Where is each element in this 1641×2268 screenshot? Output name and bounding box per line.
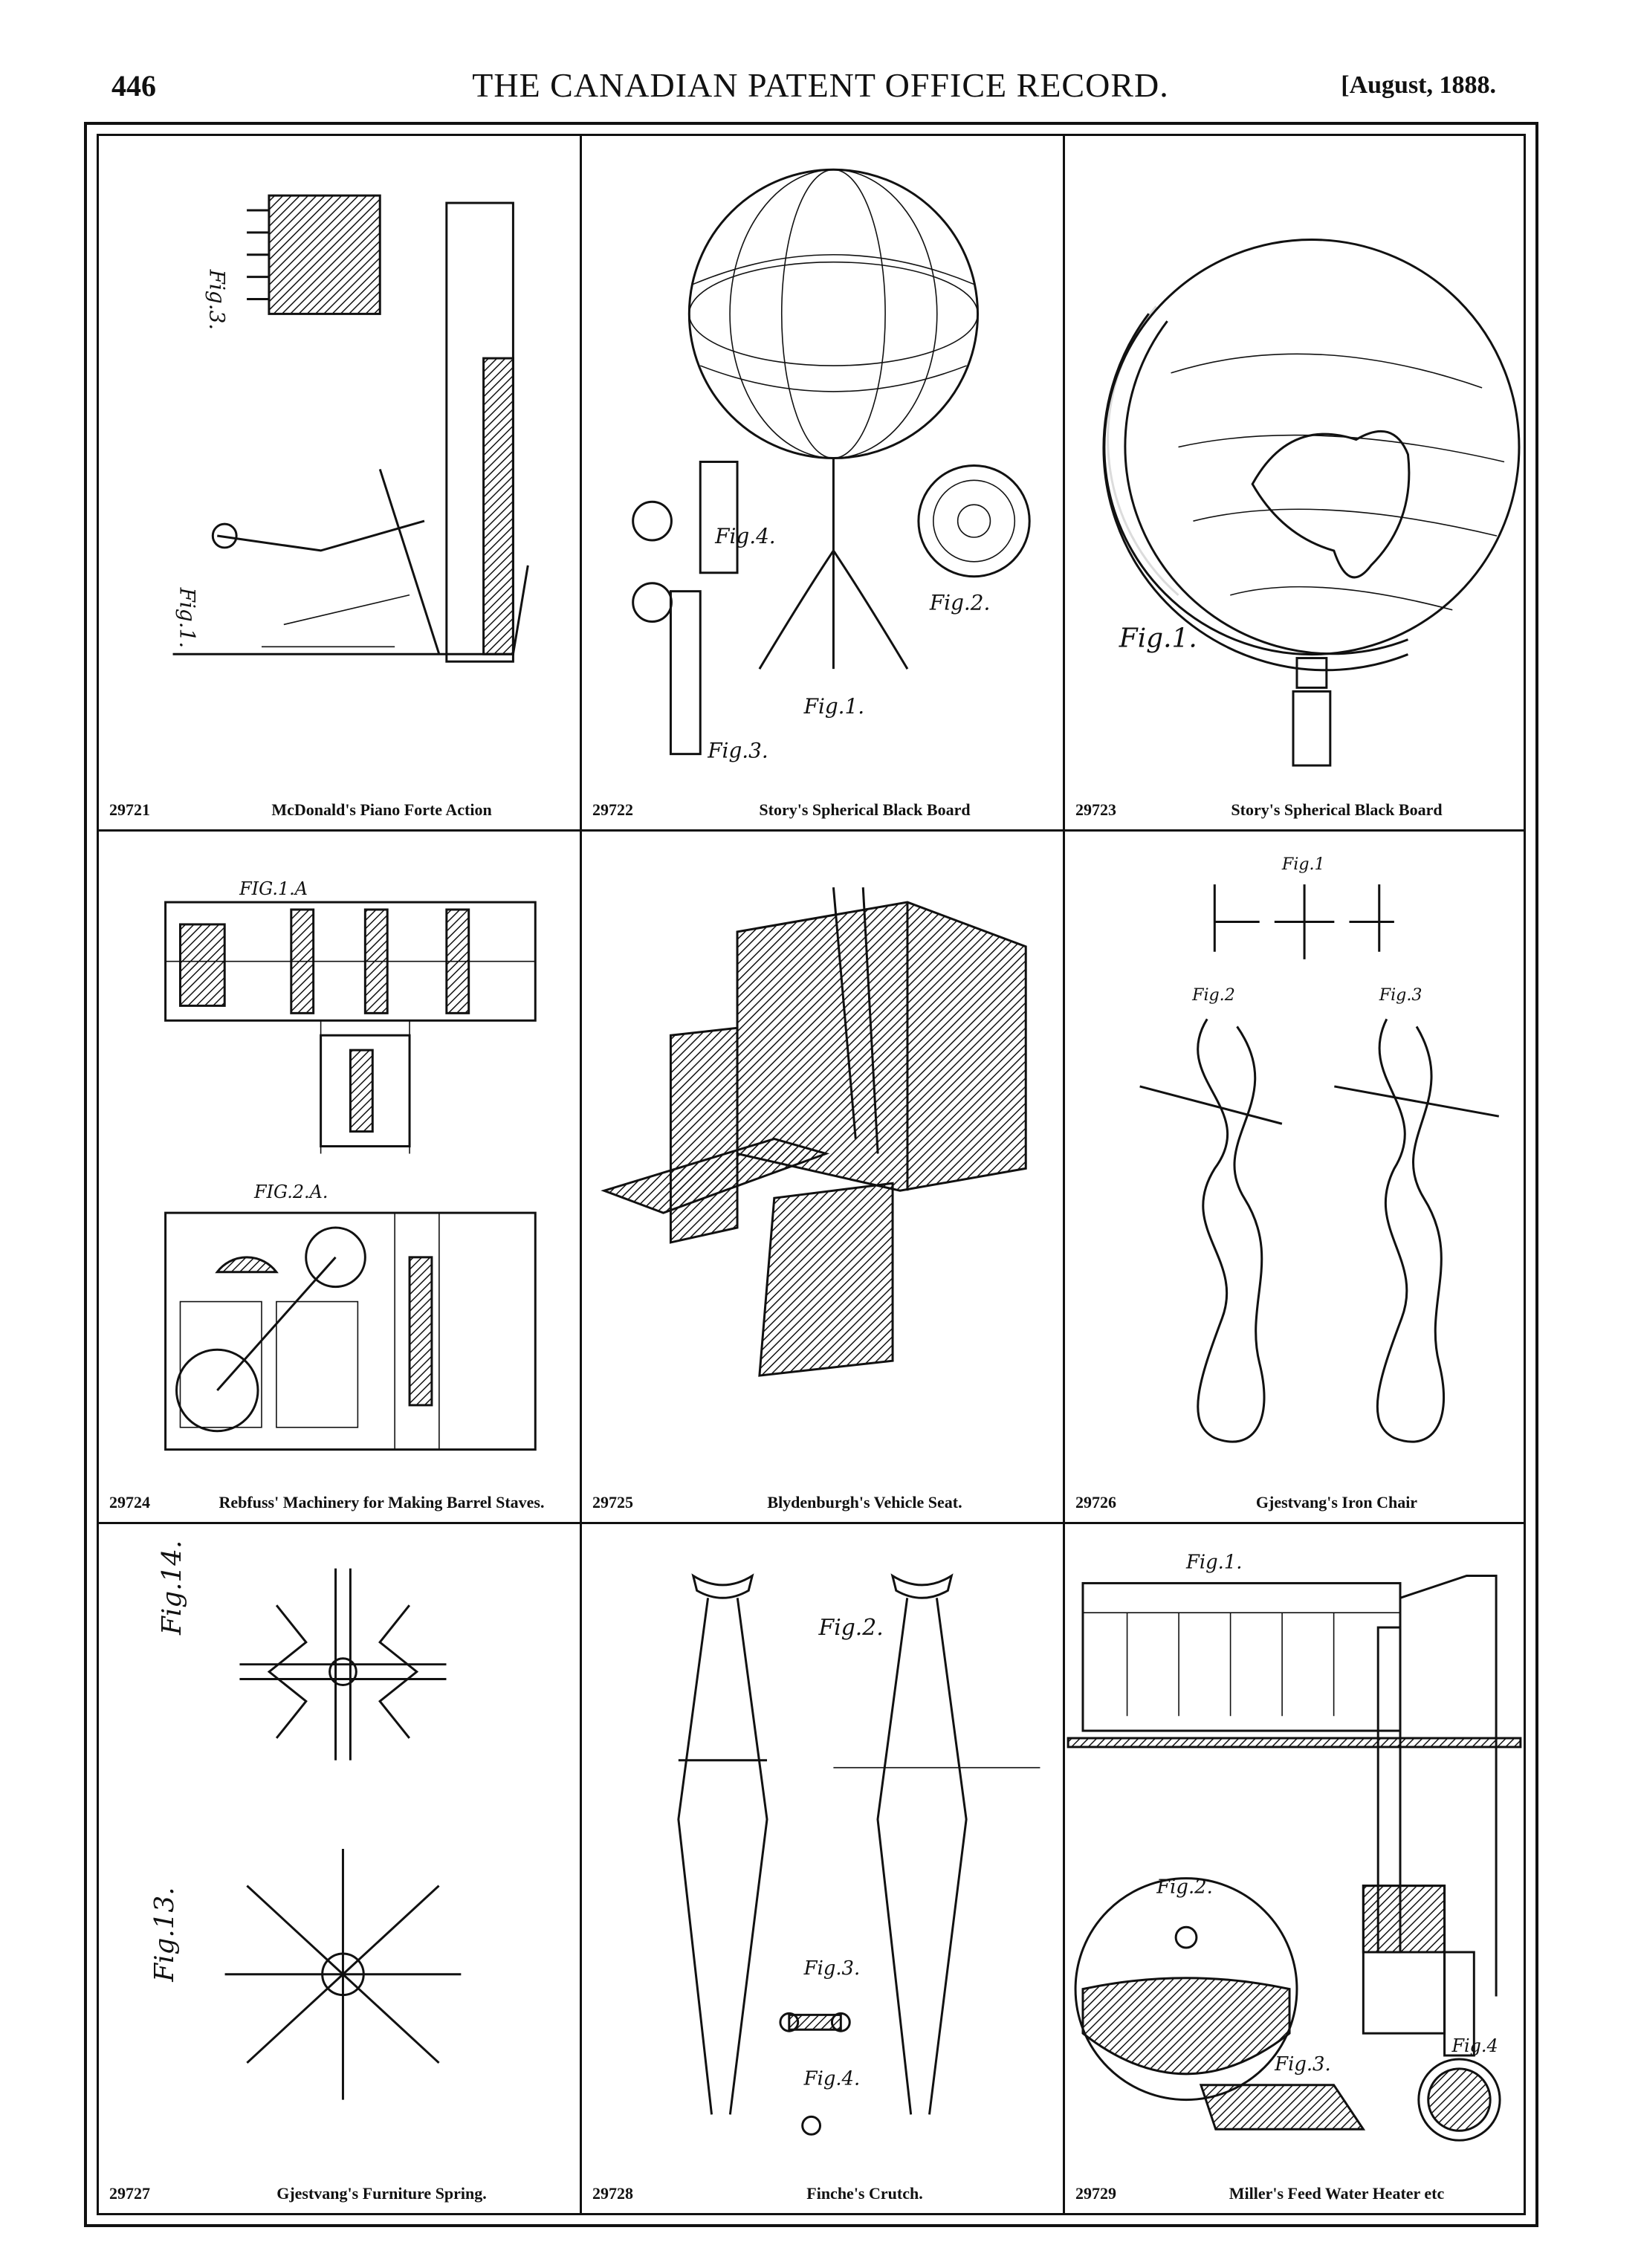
patent-title: Blydenburgh's Vehicle Seat.	[767, 1492, 962, 1512]
crutch-illustration: Fig.2. Fig.3. Fig.4.	[677, 1573, 1040, 2136]
page-number: 446	[111, 69, 156, 103]
patent-title: Story's Spherical Black Board	[759, 800, 971, 819]
patent-title: Finche's Crutch.	[806, 2183, 923, 2203]
figure-label: FIG.1.A	[239, 878, 308, 899]
feed-water-heater-illustration: Fig.1. Fig.2. Fig.3. Fig.4	[1067, 1552, 1522, 2142]
figure-label: Fig.3	[1379, 985, 1422, 1005]
patent-cell-29728: Fig.2. Fig.3. Fig.4. 29728 Finche's Crut…	[582, 1524, 1065, 2213]
patent-cell-29729: Fig.1. Fig.2. Fig.3. Fig.4 29729 Miller'…	[1065, 1524, 1524, 2213]
vehicle-seat-illustration	[601, 887, 1027, 1377]
figure-label: Fig.13.	[149, 1887, 180, 1982]
figure-label: Fig.2.	[818, 1615, 884, 1641]
patent-caption: 29728 Finche's Crutch.	[592, 2184, 1055, 2203]
figure-label: Fig.4.	[803, 2068, 860, 2090]
patent-cell-29727: Fig.14. Fig.13. 29727 Gjestvang's Furnit…	[99, 1524, 582, 2213]
outer-frame	[84, 122, 1538, 2227]
patent-caption: 29721 McDonald's Piano Forte Action	[109, 800, 572, 819]
patent-cell-29725: 29725 Blydenburgh's Vehicle Seat.	[582, 832, 1065, 1524]
patent-number: 29723	[1075, 800, 1116, 819]
patent-number: 29726	[1075, 1492, 1116, 1512]
patent-title: Story's Spherical Black Board	[1231, 800, 1443, 819]
patent-number: 29727	[109, 2183, 150, 2203]
figure-label: Fig.1	[1281, 855, 1325, 874]
figure-label: Fig.1.	[1185, 1552, 1242, 1574]
barrel-stave-machinery-illustration: FIG.1.A FIG.2.A.	[164, 878, 537, 1451]
figure-label: Fig.1.	[175, 587, 199, 649]
figure-label: Fig.2	[1191, 985, 1235, 1005]
patent-number: 29721	[109, 800, 150, 819]
patent-number: 29722	[592, 800, 633, 819]
figure-label: Fig.2.	[1156, 1876, 1212, 1899]
patent-title: Gjestvang's Furniture Spring.	[276, 2183, 487, 2203]
patent-number: 29725	[592, 1492, 633, 1512]
figure-label: Fig.4	[1451, 2035, 1498, 2056]
patent-number: 29728	[592, 2183, 633, 2203]
patent-caption: 29727 Gjestvang's Furniture Spring.	[109, 2184, 572, 2203]
patent-caption: 29725 Blydenburgh's Vehicle Seat.	[592, 1493, 1055, 1512]
patent-caption: 29729 Miller's Feed Water Heater etc	[1075, 2184, 1516, 2203]
spherical-blackboard-illustration: Fig.4. Fig.2. Fig.1. Fig.3.	[632, 168, 1031, 763]
figure-label: Fig.1.	[1119, 623, 1197, 654]
globe-illustration: Fig.1.	[1102, 239, 1521, 767]
patent-cell-29721: Fig.3. Fig.1. 29721 McDonald's Piano For…	[99, 136, 582, 832]
figure-label: FIG.2.A.	[253, 1182, 328, 1202]
patent-title: Gjestvang's Iron Chair	[1255, 1492, 1418, 1512]
figure-label: Fig.3.	[803, 1957, 860, 1980]
figure-label: Fig.2.	[929, 591, 991, 615]
iron-chair-illustration: Fig.1 Fig.2 Fig.3	[1139, 855, 1500, 1443]
figure-label: Fig.3.	[204, 269, 229, 331]
page-header: 446 THE CANADIAN PATENT OFFICE RECORD. […	[0, 0, 1641, 111]
patent-number: 29724	[109, 1492, 150, 1512]
patent-caption: 29724 Rebfuss' Machinery for Making Barr…	[109, 1493, 572, 1512]
patent-cell-29726: Fig.1 Fig.2 Fig.3 29726 Gjestvang's Iron…	[1065, 832, 1524, 1524]
furniture-spring-illustration: Fig.14. Fig.13.	[149, 1540, 462, 2100]
figure-label: Fig.1.	[803, 694, 865, 719]
figure-label: Fig.3.	[1274, 2053, 1330, 2076]
patent-cell-29723: Fig.1. 29723 Story's Spherical Black Boa…	[1065, 136, 1524, 832]
patent-grid: Fig.3. Fig.1. 29721 McDonald's Piano For…	[97, 134, 1526, 2215]
figure-label: Fig.4.	[714, 524, 776, 548]
patent-cell-29722: Fig.4. Fig.2. Fig.1. Fig.3. 29722 Story'…	[582, 136, 1065, 832]
patent-cell-29724: FIG.1.A FIG.2.A. 29724 Rebfuss' Machiner…	[99, 832, 582, 1524]
patent-caption: 29726 Gjestvang's Iron Chair	[1075, 1493, 1516, 1512]
journal-title: THE CANADIAN PATENT OFFICE RECORD.	[472, 66, 1169, 104]
patent-caption: 29723 Story's Spherical Black Board	[1075, 800, 1516, 819]
patent-caption: 29722 Story's Spherical Black Board	[592, 800, 1055, 819]
piano-action-illustration: Fig.3. Fig.1.	[172, 194, 529, 663]
figure-label: Fig.14.	[157, 1540, 187, 1636]
patent-number: 29729	[1075, 2183, 1116, 2203]
figure-label: Fig.3.	[707, 739, 768, 763]
patent-title: McDonald's Piano Forte Action	[271, 800, 492, 819]
patent-title: Rebfuss' Machinery for Making Barrel Sta…	[219, 1492, 545, 1512]
patent-title: Miller's Feed Water Heater etc	[1229, 2183, 1445, 2203]
issue-date: [August, 1888.	[1341, 71, 1496, 99]
